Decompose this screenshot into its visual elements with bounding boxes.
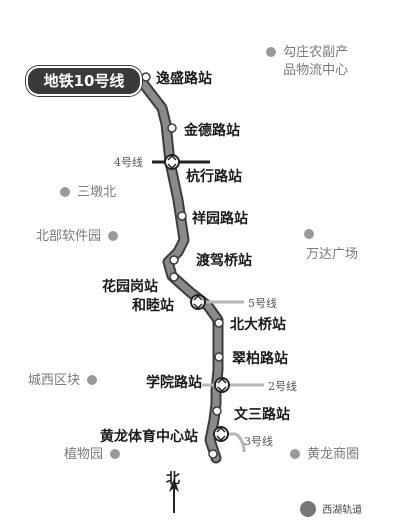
landmark-label: 勾庄农副产 品物流中心 — [283, 45, 349, 78]
interchange-icon — [164, 154, 180, 170]
landmark-label: 万达广场 — [306, 247, 359, 262]
landmark-dot-icon — [110, 449, 121, 459]
landmark-dot-icon — [87, 375, 98, 385]
landmark-label: 城西区块 — [28, 373, 81, 388]
station-dot — [212, 406, 222, 416]
station-dots — [141, 72, 224, 459]
station-label: 文三路站 — [234, 407, 290, 423]
station-label: 杭行路站 — [186, 169, 242, 185]
landmark: 万达广场 — [306, 246, 358, 264]
landmark-dot-icon — [304, 229, 314, 239]
transfer-line-label: 4号线 — [114, 156, 143, 169]
station-label: 和睦站 — [132, 298, 174, 314]
transfer-line-label: 5号线 — [248, 297, 277, 310]
landmark — [304, 226, 314, 244]
landmark: 植物园 — [64, 446, 121, 464]
landmark-label: 植物园 — [64, 447, 104, 462]
station-label: 逸盛路站 — [156, 71, 212, 87]
station-label: 祥园路站 — [192, 211, 248, 227]
station-dot — [167, 123, 177, 133]
transfer-line-label: 2号线 — [268, 380, 297, 393]
station-label: 黄龙体育中心站 — [100, 429, 198, 445]
landmark: 黄龙商圈 — [290, 446, 359, 464]
landmark-dot-icon — [60, 187, 70, 197]
station-dot — [169, 272, 179, 282]
landmark: 北部软件园 — [36, 228, 119, 246]
line-badge: 地铁10号线 — [26, 66, 142, 96]
station-label: 花园岗站 — [102, 279, 158, 295]
watermark: 西湖轨道 — [300, 501, 362, 517]
landmark-dot-icon — [108, 231, 119, 241]
station-dot — [214, 352, 224, 362]
interchange-icon — [213, 426, 229, 442]
landmark-label: 黄龙商圈 — [307, 447, 360, 462]
station-dot — [208, 449, 218, 459]
landmark-label: 北部软件园 — [36, 229, 102, 244]
interchange-icon — [214, 377, 230, 393]
watermark-text: 西湖轨道 — [322, 505, 363, 516]
north-label: 北 — [166, 471, 180, 487]
north-arrow-icon — [169, 478, 179, 513]
wechat-logo-icon — [300, 501, 316, 517]
station-dot — [177, 211, 187, 221]
interchange-icon — [190, 294, 206, 310]
landmark-dot-icon — [290, 449, 300, 459]
landmark: 三墩北 — [60, 184, 116, 202]
landmark: 城西区块 — [28, 372, 98, 390]
landmark-dot-icon — [266, 47, 276, 57]
station-label: 翠柏路站 — [232, 351, 288, 367]
station-dot — [214, 318, 224, 328]
station-label: 北大桥站 — [230, 317, 286, 333]
station-label: 学院路站 — [146, 375, 202, 391]
transfer-line-label: 3号线 — [244, 435, 273, 448]
station-dot — [141, 72, 151, 82]
station-label: 金德路站 — [184, 123, 240, 139]
station-label: 渡驾桥站 — [196, 253, 252, 269]
landmark-label: 三墩北 — [77, 185, 117, 200]
line3-curve — [235, 432, 246, 453]
station-dot — [169, 255, 179, 265]
landmark: 勾庄农副产 品物流中心 — [266, 44, 348, 80]
